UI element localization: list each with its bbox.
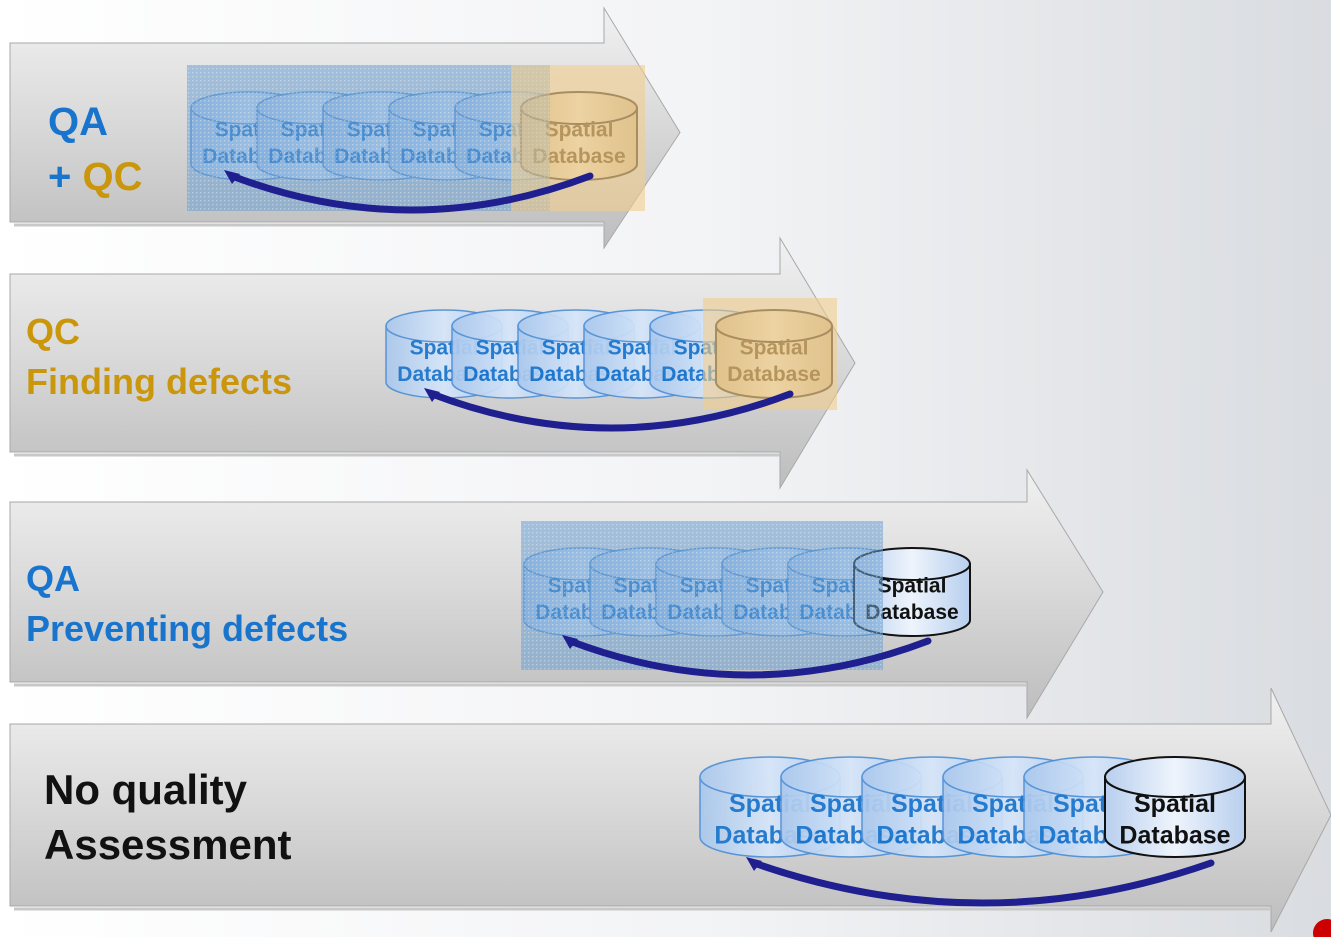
row-label-segment: Assessment bbox=[44, 821, 292, 868]
cylinder-body bbox=[1104, 776, 1246, 858]
process-row-qa-qc: SpatialDatabaseSpatialDatabaseSpatialDat… bbox=[9, 6, 681, 250]
iteration-arc bbox=[750, 859, 1215, 907]
cylinder-label-line1: Spatial bbox=[878, 575, 947, 598]
cylinder-label-line2: Database bbox=[865, 601, 958, 624]
process-row-qc: SpatialDatabaseSpatialDatabaseSpatialDat… bbox=[9, 236, 856, 490]
row-label-segment: QC bbox=[82, 155, 143, 199]
row-label-line: Assessment bbox=[44, 817, 291, 872]
process-row-none: SpatialDatabaseSpatialDatabaseSpatialDat… bbox=[9, 687, 1331, 933]
process-row-qa: SpatialDatabaseSpatialDatabaseSpatialDat… bbox=[9, 468, 1104, 720]
iteration-arc-head bbox=[746, 857, 762, 871]
database-stack: SpatialDatabaseSpatialDatabaseSpatialDat… bbox=[699, 756, 1246, 858]
qc-overlay bbox=[511, 65, 645, 211]
row-label-line: Preventing defects bbox=[26, 604, 348, 654]
iteration-arc bbox=[566, 637, 932, 679]
row-label-line: QC bbox=[26, 307, 80, 357]
qa-overlay-texture bbox=[187, 65, 550, 211]
row-label-line: No quality bbox=[44, 762, 247, 817]
row-label-segment: QC bbox=[26, 311, 80, 352]
row-label-segment: Finding defects bbox=[26, 361, 293, 402]
row-label-line: QA bbox=[26, 554, 80, 604]
iteration-arc bbox=[228, 172, 594, 214]
row-label-line: Finding defects bbox=[26, 357, 292, 407]
qc-overlay bbox=[703, 298, 837, 410]
iteration-arc-head bbox=[562, 635, 578, 649]
cylinder-top bbox=[1104, 756, 1246, 798]
row-label-line: QA bbox=[48, 95, 108, 150]
process-arrow bbox=[9, 687, 1331, 933]
row-label-segment: Preventing defects bbox=[26, 608, 349, 649]
iteration-arc bbox=[428, 390, 794, 432]
cylinder-label-line2: Database bbox=[1119, 821, 1230, 849]
row-label-line: + QC bbox=[48, 150, 142, 205]
row-label-segment: QA bbox=[26, 558, 80, 599]
row-label-segment: QA bbox=[48, 100, 108, 144]
row-label-segment: + bbox=[48, 155, 83, 199]
corner-red-dot bbox=[1313, 919, 1331, 937]
row-label-segment: No quality bbox=[44, 766, 248, 813]
iteration-arc-head bbox=[224, 170, 240, 184]
iteration-arc-head bbox=[424, 388, 440, 402]
qa-overlay-texture bbox=[521, 521, 883, 670]
cylinder-label-line1: Spatial bbox=[1134, 790, 1216, 818]
